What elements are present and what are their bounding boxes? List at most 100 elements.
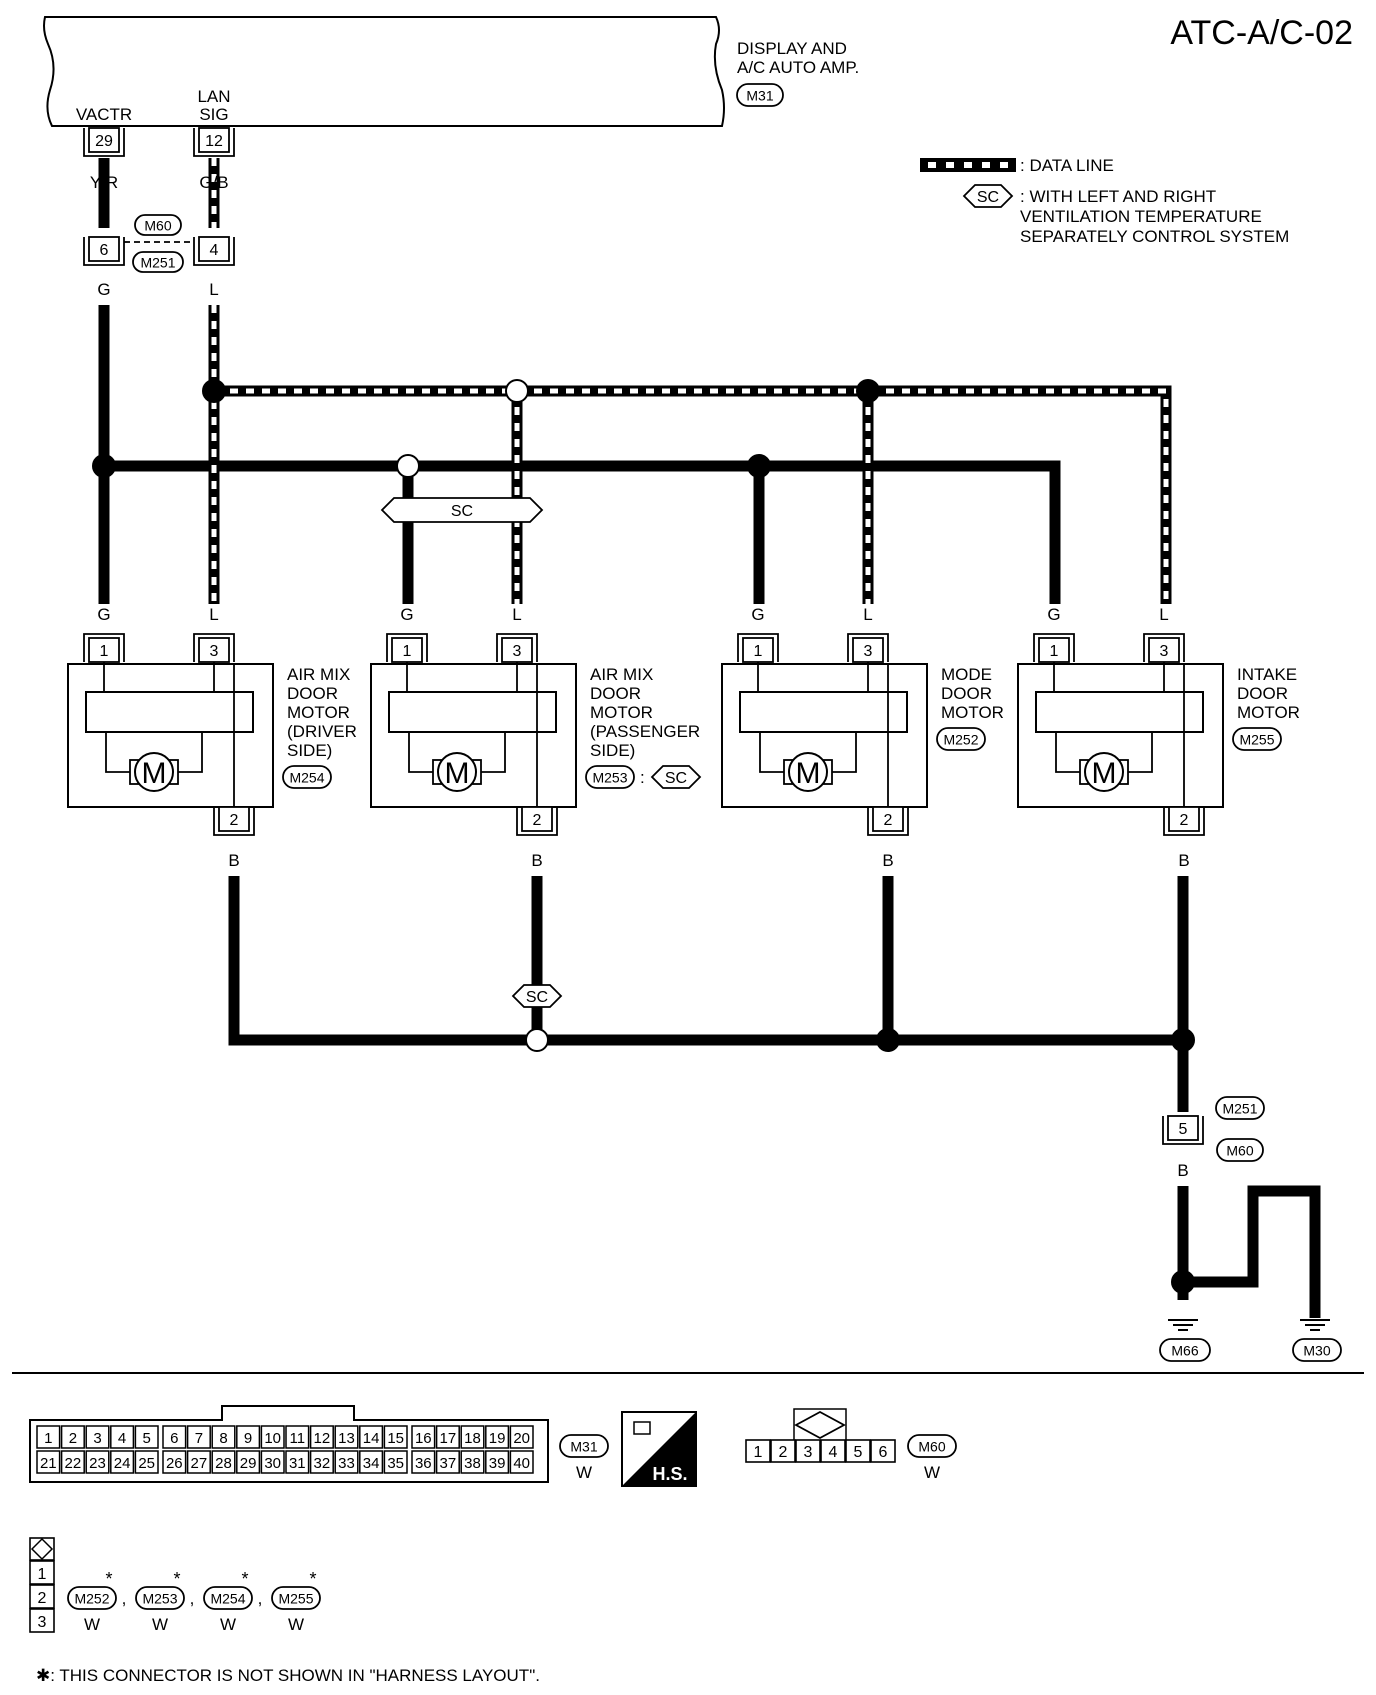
small-pin-1	[29, 1560, 55, 1585]
legend-sc-tag-text: SC	[977, 189, 999, 206]
m31-pin-25-num: 25	[138, 1455, 155, 1472]
motor-M253-pin-2	[521, 806, 553, 832]
wires-layer	[98, 158, 1321, 1318]
m31-pin-33	[334, 1450, 359, 1474]
amp-name-line: DISPLAY AND	[737, 39, 847, 58]
hs-icon-label: H.S.	[652, 1464, 687, 1484]
motor-M254-pin-2-num: 2	[230, 812, 239, 829]
m31-pin-29-num: 29	[240, 1455, 257, 1472]
small-pin-3	[29, 1608, 55, 1633]
m31-pin-39-num: 39	[489, 1455, 506, 1472]
legend-dataline-gap	[946, 162, 954, 168]
footnote: ✱: THIS CONNECTOR IS NOT SHOWN IN "HARNE…	[36, 1666, 540, 1685]
m31-pin-34	[359, 1450, 384, 1474]
legend-dataline-label: : DATA LINE	[1020, 156, 1114, 175]
m31-id-text: M31	[570, 1439, 597, 1455]
m31-pin-1-num: 1	[44, 1430, 52, 1447]
m31-pin-32	[309, 1450, 334, 1474]
legend-sc-note-line: VENTILATION TEMPERATURE	[1020, 207, 1262, 226]
amp-wire-29: Y/R	[90, 173, 118, 192]
junction-pin-4	[198, 236, 230, 262]
m31-pin-24	[110, 1450, 135, 1474]
motor-M255-wire-l: L	[1159, 605, 1168, 624]
m31-pin-6	[162, 1425, 187, 1449]
motor-M252-connector	[936, 727, 986, 751]
ground-connector-m30	[1292, 1338, 1342, 1362]
junction-pin-4-num: 4	[210, 242, 219, 259]
amp-pin-29-bracket	[83, 128, 125, 157]
motor-M255-lead-left	[1055, 732, 1090, 773]
m60-pin-6	[870, 1439, 896, 1463]
legend-dataline-gap	[982, 162, 990, 168]
motor-M253-name-line: AIR MIX	[590, 665, 653, 684]
m31-pin-28	[211, 1450, 236, 1474]
small-sep: ,	[258, 1589, 263, 1608]
motor-M252-wire-l: L	[863, 605, 872, 624]
m31-pin-7	[186, 1425, 211, 1449]
ground-junction-m251-text: M251	[1222, 1101, 1257, 1117]
motor-M253-module	[388, 691, 557, 733]
small-pin-2-num: 2	[38, 1590, 47, 1607]
motor-M252-name-line: DOOR	[941, 684, 992, 703]
small-id-M253	[135, 1586, 185, 1610]
small-id-M254-text: M254	[210, 1591, 245, 1607]
motor-M254-name-line: (DRIVER	[287, 722, 357, 741]
ground-wire-m66-label: B	[1177, 1225, 1188, 1244]
amp-pin-29-num: 29	[95, 133, 113, 150]
motor-M253-connector	[585, 765, 635, 789]
motor-M253-sc-tag-text: SC	[665, 770, 687, 787]
junction-pin-6-num: 6	[100, 242, 109, 259]
wire-l-bus-dash	[214, 388, 1169, 604]
dot-b-intake	[1171, 1028, 1195, 1052]
motor-M254-pin-2-bracket	[213, 807, 255, 836]
ground-connector-m66-text: M66	[1171, 1343, 1198, 1359]
m31-pin-11-num: 11	[290, 1430, 306, 1447]
m60-pin-2-num: 2	[779, 1444, 788, 1461]
amp-pin-12	[198, 127, 230, 153]
dot-l-passenger-sc	[505, 379, 529, 403]
wire-ground-m30	[1183, 1185, 1321, 1318]
m31-pin-35-num: 35	[387, 1455, 404, 1472]
m31-pin-18-num: 18	[464, 1430, 481, 1447]
m31-pin-40-num: 40	[513, 1455, 530, 1472]
dot-b-mode	[876, 1028, 900, 1052]
m31-pin-18	[460, 1425, 485, 1449]
m31-pin-29	[236, 1450, 261, 1474]
motor-M254-pin-1-bracket	[83, 633, 125, 662]
motor-M253-wire-g: G	[400, 605, 413, 624]
motor-M253-sc-tag	[650, 765, 702, 789]
ground-connector-m30-text: M30	[1303, 1343, 1330, 1359]
m31-pin-22	[60, 1450, 85, 1474]
small-id-M252	[67, 1586, 117, 1610]
m31-pin-3	[85, 1425, 110, 1449]
m31-pin-8-num: 8	[219, 1430, 227, 1447]
motor-M255-wire-g: G	[1047, 605, 1060, 624]
motor-M253-wire-l: L	[512, 605, 521, 624]
m31-pin-31	[285, 1450, 310, 1474]
m31-pin-4-num: 4	[118, 1430, 126, 1447]
hs-icon-fill	[622, 1412, 696, 1486]
motor-M252-pin-1-num: 1	[754, 643, 763, 660]
motor-M253-sc-sep: :	[640, 768, 645, 787]
m60-pin-5-num: 5	[854, 1444, 863, 1461]
m31-pin-30-num: 30	[264, 1455, 281, 1472]
m31-pin-37	[435, 1450, 460, 1474]
dot-b-passenger-sc	[525, 1028, 549, 1052]
motor-M252-connector-text: M252	[943, 732, 978, 748]
m31-pin-7-num: 7	[195, 1430, 203, 1447]
m60-pin-4	[820, 1439, 846, 1463]
m60-pin-3	[795, 1439, 821, 1463]
dot-l-mode	[856, 379, 880, 403]
junction-wire-6: G	[97, 280, 110, 299]
motor-M252-name-line: MOTOR	[941, 703, 1004, 722]
m31-pin-15-num: 15	[387, 1430, 404, 1447]
motor-M252-body	[721, 663, 928, 808]
ground-junction-pin	[1167, 1115, 1199, 1141]
ground-junction-m60	[1216, 1138, 1264, 1162]
amp-box	[43, 16, 725, 127]
m31-pin-10-num: 10	[264, 1430, 281, 1447]
m31-pin-14	[359, 1425, 384, 1449]
motor-M255-pin-3-num: 3	[1160, 643, 1169, 660]
m31-pin-2	[60, 1425, 85, 1449]
